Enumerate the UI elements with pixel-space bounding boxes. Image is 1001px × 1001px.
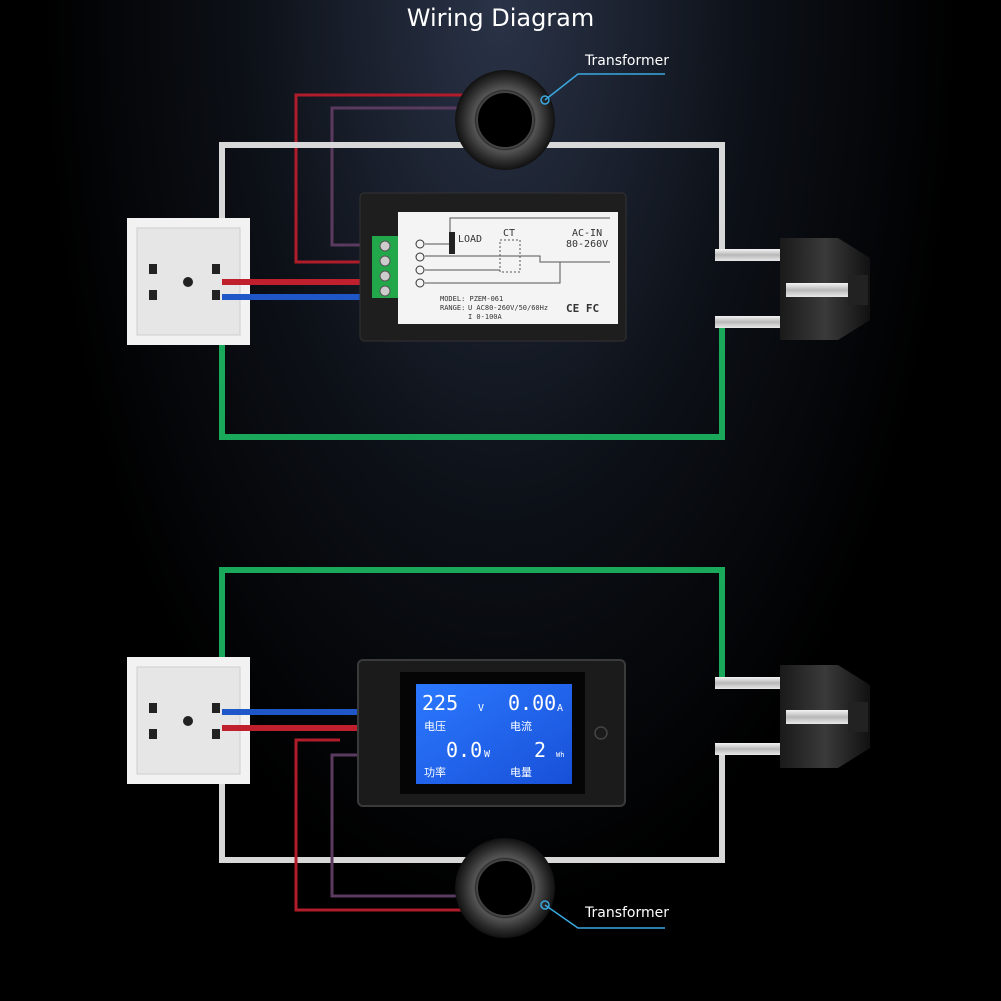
callout-line-top	[544, 73, 665, 101]
ct-lead-red-bottom	[294, 738, 473, 912]
current-transformer-top	[455, 70, 555, 170]
lcd-power-label: 功率	[424, 765, 446, 779]
lcd-energy-label: 电量	[510, 766, 532, 779]
lcd-voltage-value: 225	[422, 691, 458, 715]
range-i: I 0-100A	[468, 313, 503, 321]
range-prefix: RANGE:	[440, 304, 465, 312]
plug-bottom	[715, 665, 870, 768]
lcd-power-value: 0.0	[446, 738, 482, 762]
meter-button[interactable]	[594, 726, 608, 740]
diagram-title: Wiring Diagram	[406, 4, 595, 32]
current-transformer-bottom	[455, 838, 555, 938]
transformer-label-top: Transformer	[585, 53, 670, 69]
model-line: MODEL: PZEM-061	[440, 295, 503, 303]
callout-line-bottom	[544, 904, 665, 929]
lcd-power-unit: W	[484, 749, 491, 760]
lcd-current-value: 0.00	[508, 691, 556, 715]
ac-in-range: 80-260V	[566, 239, 608, 250]
top-diagram: LOAD CT AC-IN 80-260V MODEL: PZEM-061 RA…	[127, 70, 870, 440]
ct-lead-purple-top	[330, 106, 473, 247]
ct-lead-red-top	[294, 93, 473, 264]
lcd-voltage-label: 电压	[424, 720, 446, 733]
meter-front-panel: 225 V 电压 0.00 A 电流 0.0 W 功率 2 Wh 电量	[357, 659, 626, 807]
lcd-energy-unit: Wh	[556, 751, 564, 759]
lcd-energy-value: 2	[534, 738, 546, 762]
lcd-voltage-unit: V	[478, 703, 484, 714]
bottom-diagram: 225 V 电压 0.00 A 电流 0.0 W 功率 2 Wh 电量	[127, 567, 870, 938]
range-u: U AC80-260V/50/60Hz	[468, 304, 548, 312]
ct-lead-purple-bottom	[330, 753, 473, 898]
load-label: LOAD	[458, 234, 482, 245]
plug-top	[715, 238, 870, 340]
lcd-current-label: 电流	[510, 719, 532, 733]
ct-label: CT	[503, 228, 515, 239]
lcd-screen	[416, 684, 572, 784]
cert-marks: CE FC	[566, 302, 599, 315]
lcd-current-unit: A	[557, 703, 563, 714]
wall-socket-bottom	[127, 657, 250, 784]
ac-in-label: AC-IN	[572, 228, 602, 239]
meter-rear-panel: LOAD CT AC-IN 80-260V MODEL: PZEM-061 RA…	[359, 192, 627, 342]
transformer-label-bottom: Transformer	[585, 905, 670, 921]
